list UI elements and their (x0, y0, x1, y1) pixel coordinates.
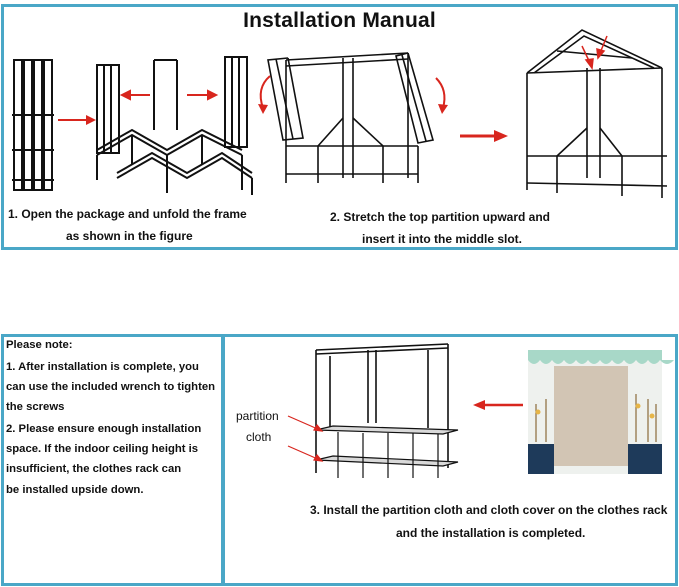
covered-wardrobe-illustration (528, 350, 674, 474)
step3-caption-line2: and the installation is completed. (396, 526, 586, 540)
step3-caption-line1: 3. Install the partition cloth and cloth… (310, 503, 668, 517)
folded-frame-illustration (12, 59, 54, 191)
note-line: 2. Please ensure enough installation (6, 423, 202, 435)
notes-heading: Please note: (6, 339, 73, 351)
partition-label-line1: partition (236, 409, 279, 423)
arrow-right-2 (460, 130, 508, 142)
notes-panel (1, 334, 223, 586)
step2-caption-line2: insert it into the middle slot. (362, 232, 523, 246)
note-line: space. If the indoor ceiling height is (6, 443, 199, 455)
step1-caption-line1: 1. Open the package and unfold the frame (8, 207, 247, 221)
arrow-left-3 (473, 400, 523, 410)
top-panel (1, 4, 678, 250)
note-line: 1. After installation is complete, you (6, 361, 199, 373)
page-title: Installation Manual (243, 9, 436, 32)
partition-label-line2: cloth (246, 430, 272, 444)
step2-caption-line1: 2. Stretch the top partition upward and (330, 210, 551, 224)
note-line: the screws (6, 401, 65, 413)
note-line: can use the included wrench to tighten (6, 381, 216, 393)
step1-caption-line2: as shown in the figure (66, 229, 193, 243)
assembled-frame-illustration (526, 29, 668, 198)
unfolding-frame-illustration (96, 56, 253, 195)
stretching-frame-illustration (258, 52, 448, 183)
arrow-right-1 (58, 115, 96, 125)
rack-with-partition-illustration (287, 343, 459, 478)
note-line: insufficient, the clothes rack can (6, 463, 182, 475)
note-line: be installed upside down. (6, 484, 144, 496)
